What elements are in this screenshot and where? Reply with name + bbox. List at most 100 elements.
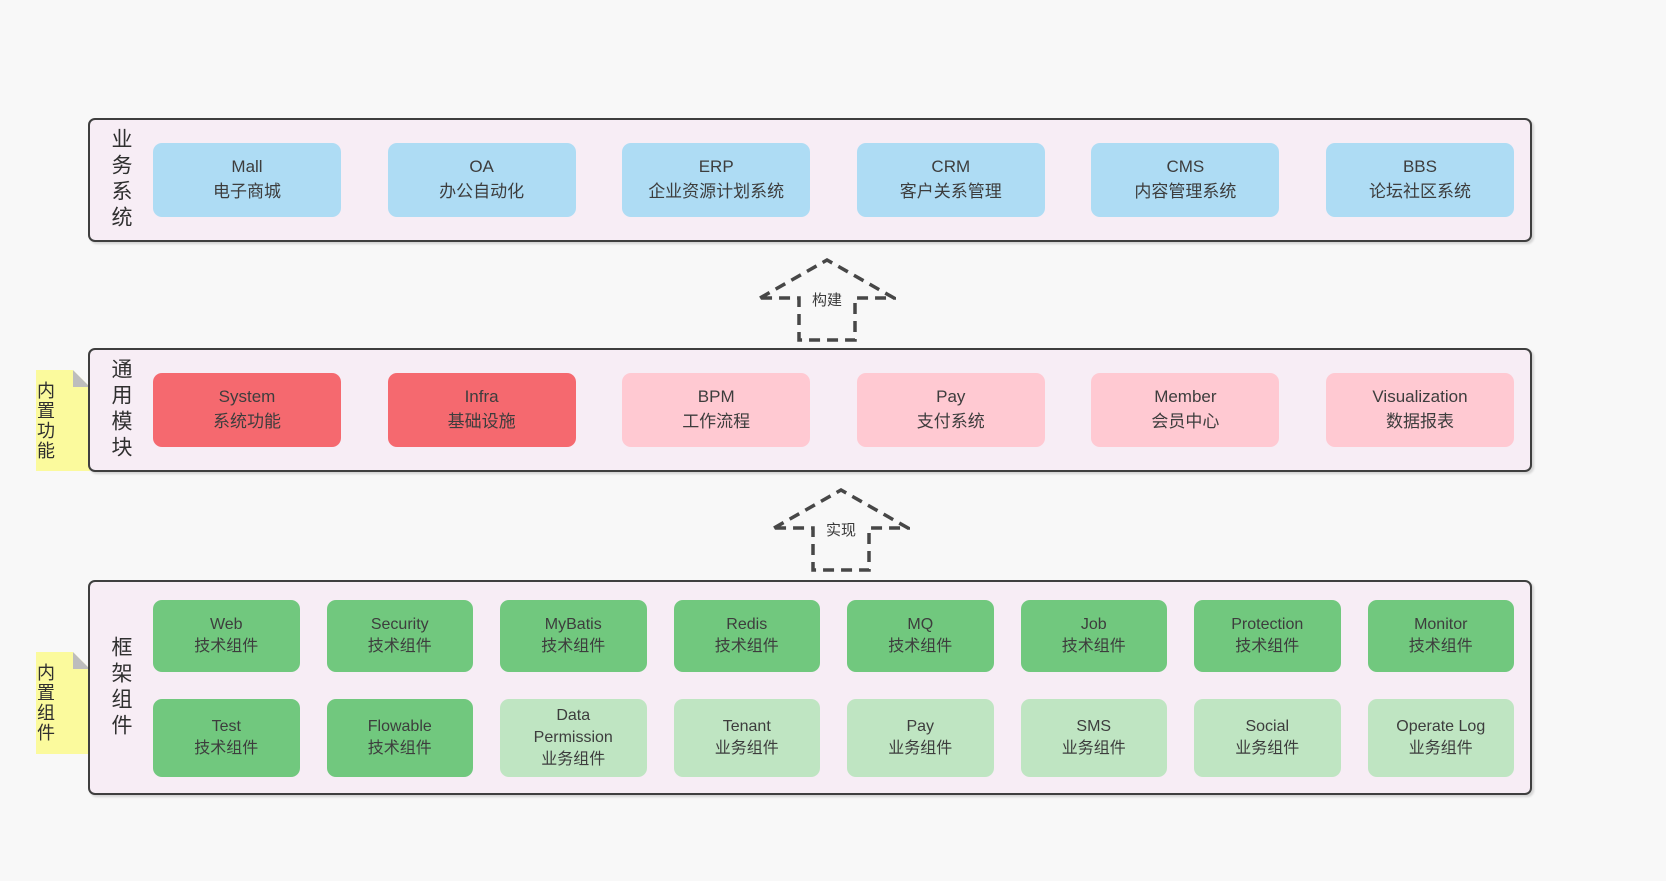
- box-tenant: Tenant 业务组件: [673, 699, 820, 777]
- box-web-subtitle: 技术组件: [194, 638, 259, 655]
- box-cms-title: CMS: [1166, 157, 1205, 177]
- box-pay-biz-title: Pay: [906, 717, 935, 735]
- tag-built-in-components-label: 内置组件: [35, 663, 55, 743]
- box-monitor-subtitle: 技术组件: [1408, 638, 1473, 655]
- box-operate-log-title: Operate Log: [1396, 717, 1486, 735]
- box-pay-biz-subtitle: 业务组件: [888, 740, 953, 757]
- box-security-subtitle: 技术组件: [367, 638, 432, 655]
- box-security-title: Security: [370, 615, 429, 633]
- box-tenant-subtitle: 业务组件: [714, 740, 779, 757]
- box-protection-subtitle: 技术组件: [1235, 638, 1300, 655]
- band-business-systems: 业务系统 Mall 电子商城 OA 办公自动化 ERP 企业资源计划系统 CRM…: [88, 118, 1532, 242]
- band-business-systems-label: 业务系统: [109, 128, 132, 232]
- box-crm-subtitle: 客户关系管理: [899, 182, 1002, 201]
- box-sms-subtitle: 业务组件: [1061, 740, 1126, 757]
- box-flowable-title: Flowable: [367, 717, 432, 735]
- box-bpm-subtitle: 工作流程: [682, 412, 751, 431]
- box-visualization-title: Visualization: [1372, 387, 1468, 407]
- box-member-title: Member: [1154, 387, 1217, 407]
- box-crm-title: CRM: [931, 157, 971, 177]
- up-arrow-icon: [772, 488, 910, 572]
- box-tenant-title: Tenant: [722, 717, 771, 735]
- box-redis-title: Redis: [726, 615, 768, 633]
- box-protection-title: Protection: [1231, 615, 1304, 633]
- box-flowable-subtitle: 技术组件: [367, 740, 432, 757]
- box-system-subtitle: 系统功能: [213, 412, 281, 431]
- box-bpm-title: BPM: [697, 387, 735, 407]
- tag-built-in-features: 内置功能: [36, 370, 90, 471]
- box-test: Test 技术组件: [153, 699, 300, 777]
- arrow-build: 构建: [758, 258, 896, 342]
- box-visualization-subtitle: 数据报表: [1385, 412, 1454, 431]
- box-data-permission-title: Data Permission: [533, 706, 613, 746]
- box-infra: Infra 基础设施: [387, 373, 576, 447]
- band-common-modules: 通用模块 System 系统功能 Infra 基础设施 BPM 工作流程 Pay…: [88, 348, 1532, 472]
- box-erp: ERP 企业资源计划系统: [622, 143, 811, 217]
- box-bpm: BPM 工作流程: [622, 373, 811, 447]
- box-monitor-title: Monitor: [1414, 615, 1468, 633]
- box-erp-subtitle: 企业资源计划系统: [648, 182, 785, 201]
- box-oa-title: OA: [469, 157, 494, 177]
- box-pay-title: Pay: [936, 387, 966, 407]
- box-mall: Mall 电子商城: [153, 143, 341, 217]
- up-arrow-icon: [758, 258, 896, 342]
- box-job: Job 技术组件: [1020, 600, 1167, 672]
- box-cms-subtitle: 内容管理系统: [1134, 182, 1237, 201]
- box-operate-log-subtitle: 业务组件: [1408, 740, 1473, 757]
- box-bbs-title: BBS: [1402, 157, 1437, 177]
- band-common-modules-label: 通用模块: [109, 358, 132, 462]
- box-member-subtitle: 会员中心: [1151, 412, 1220, 431]
- box-erp-title: ERP: [698, 157, 734, 177]
- box-mq-subtitle: 技术组件: [888, 638, 953, 655]
- box-mq: MQ 技术组件: [847, 600, 994, 672]
- box-pay-biz: Pay 业务组件: [847, 699, 994, 777]
- band-framework-components: 框架组件 Web 技术组件 Security 技术组件 MyBatis 技术组件…: [88, 580, 1532, 795]
- box-job-title: Job: [1080, 615, 1107, 633]
- box-mybatis-subtitle: 技术组件: [541, 638, 606, 655]
- arrow-implement-label: 实现: [822, 519, 860, 540]
- tag-built-in-features-label: 内置功能: [35, 380, 55, 461]
- box-web: Web 技术组件: [153, 600, 300, 672]
- box-sms: SMS 业务组件: [1020, 699, 1167, 777]
- box-pay-subtitle: 支付系统: [916, 412, 985, 431]
- box-redis: Redis 技术组件: [673, 600, 820, 672]
- box-cms: CMS 内容管理系统: [1091, 143, 1280, 217]
- box-mq-title: MQ: [907, 615, 934, 633]
- band-framework-components-label: 框架组件: [109, 635, 132, 740]
- box-mall-title: Mall: [231, 157, 263, 177]
- box-infra-title: Infra: [464, 387, 499, 407]
- box-system: System 系统功能: [153, 373, 341, 447]
- arrow-build-label: 构建: [808, 289, 846, 310]
- box-mybatis-title: MyBatis: [544, 615, 602, 633]
- box-job-subtitle: 技术组件: [1061, 638, 1126, 655]
- box-member: Member 会员中心: [1091, 373, 1280, 447]
- box-infra-subtitle: 基础设施: [447, 412, 516, 431]
- box-social: Social 业务组件: [1194, 699, 1341, 777]
- box-data-permission: Data Permission 业务组件: [500, 699, 647, 777]
- band-common-modules-boxes: System 系统功能 Infra 基础设施 BPM 工作流程 Pay 支付系统…: [131, 350, 1530, 470]
- box-social-title: Social: [1245, 717, 1290, 735]
- box-data-permission-subtitle: 业务组件: [541, 751, 606, 769]
- box-social-subtitle: 业务组件: [1235, 740, 1300, 757]
- box-operate-log: Operate Log 业务组件: [1367, 699, 1514, 777]
- box-protection: Protection 技术组件: [1194, 600, 1341, 672]
- box-bbs-subtitle: 论坛社区系统: [1368, 182, 1471, 201]
- box-test-subtitle: 技术组件: [194, 740, 259, 757]
- box-sms-title: SMS: [1076, 717, 1112, 735]
- tag-built-in-components: 内置组件: [36, 652, 90, 754]
- band-framework-components-boxes: Web 技术组件 Security 技术组件 MyBatis 技术组件 Redi…: [131, 582, 1530, 793]
- box-bbs: BBS 论坛社区系统: [1325, 143, 1514, 217]
- box-system-title: System: [218, 387, 276, 407]
- box-mybatis: MyBatis 技术组件: [500, 600, 647, 672]
- band-business-systems-boxes: Mall 电子商城 OA 办公自动化 ERP 企业资源计划系统 CRM 客户关系…: [131, 120, 1530, 240]
- box-oa: OA 办公自动化: [387, 143, 576, 217]
- box-web-title: Web: [209, 615, 243, 633]
- box-mall-subtitle: 电子商城: [213, 182, 281, 201]
- box-redis-subtitle: 技术组件: [714, 638, 779, 655]
- box-crm: CRM 客户关系管理: [856, 143, 1045, 217]
- box-flowable: Flowable 技术组件: [326, 699, 473, 777]
- box-visualization: Visualization 数据报表: [1325, 373, 1514, 447]
- box-test-title: Test: [211, 717, 241, 735]
- box-monitor: Monitor 技术组件: [1367, 600, 1514, 672]
- box-security: Security 技术组件: [326, 600, 473, 672]
